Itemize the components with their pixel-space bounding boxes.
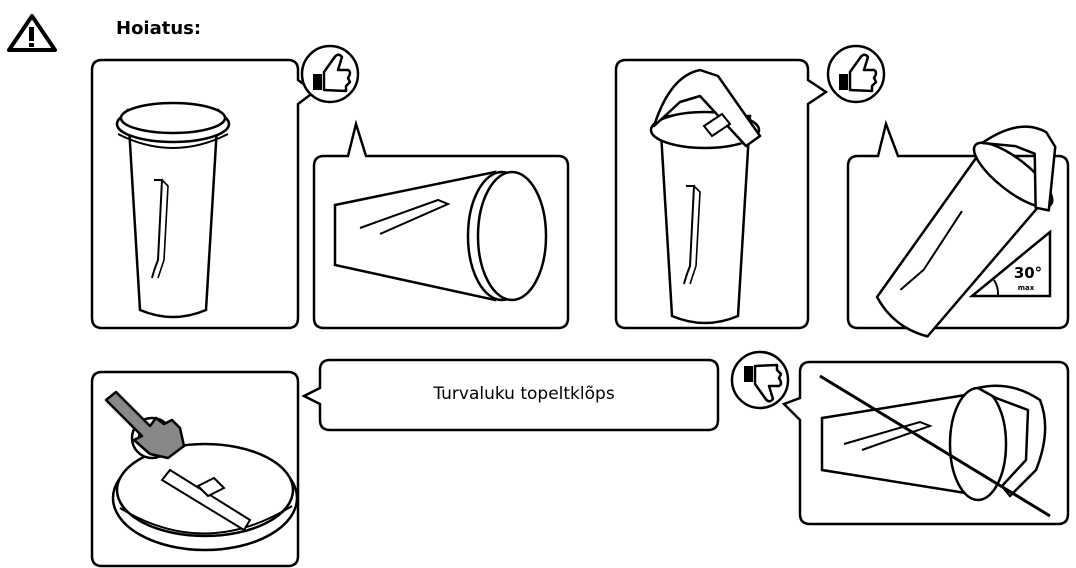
thumbs-up-icon (828, 46, 884, 102)
caption-text: Turvaluku topeltklõps (328, 358, 720, 430)
angle-value: 30° (1014, 264, 1042, 282)
panel-upright-fliplid (616, 60, 826, 328)
panel-horizontal-crossed (784, 362, 1068, 524)
warning-triangle-icon (9, 16, 55, 50)
panel-horizontal-lid (314, 124, 568, 328)
warning-title: Hoiatus: (116, 18, 201, 39)
angle-max-label: max (1018, 284, 1035, 292)
panel-tilted-30 (848, 103, 1076, 353)
thumbs-up-icon (302, 46, 358, 102)
thumbs-down-icon (732, 352, 788, 408)
panel-upright-lid (92, 60, 314, 328)
